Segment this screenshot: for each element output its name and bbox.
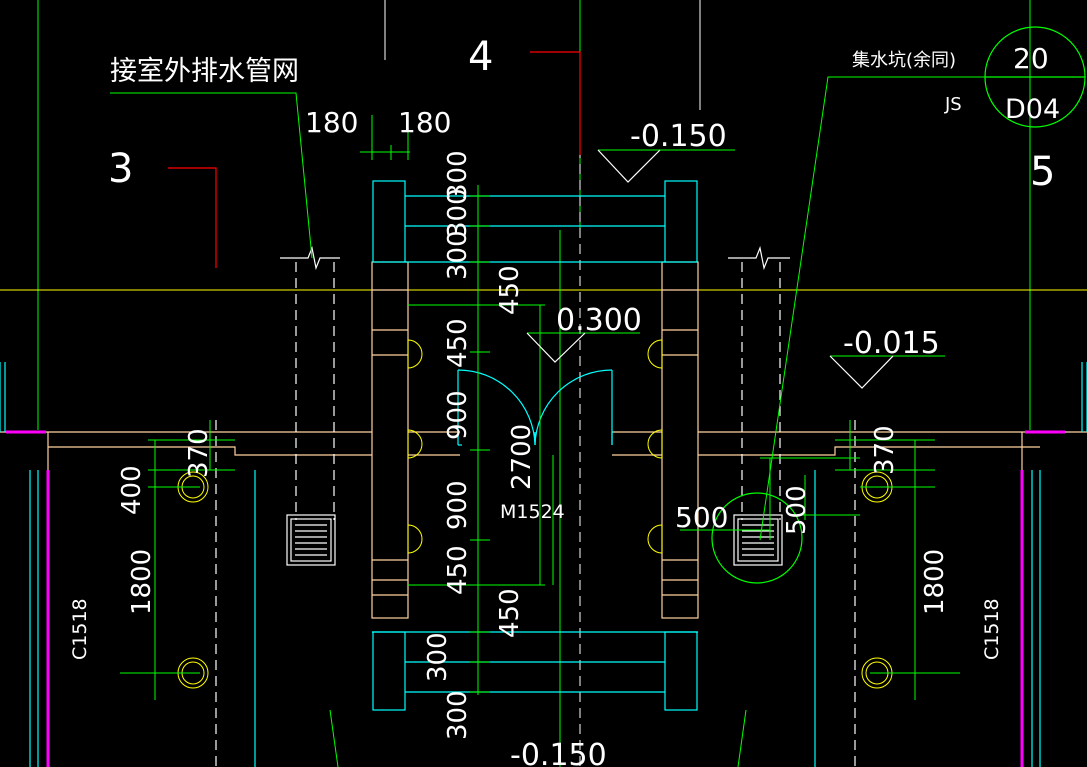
drain-grate-right [733, 514, 783, 566]
cyan-elements [0, 180, 1087, 767]
dim-450-a: 450 [495, 265, 525, 315]
dim-500-right-a: 500 [675, 501, 728, 534]
elevation-right: -0.015 [843, 326, 940, 361]
dim-1800-right: 1800 [920, 549, 950, 615]
red-leaders [168, 51, 581, 268]
sump-circle [711, 492, 803, 584]
drain-grate-left [286, 514, 336, 566]
drain-pipes [215, 262, 856, 767]
dim-300-a: 300 [443, 150, 473, 200]
elevation-center: 0.300 [556, 303, 642, 338]
dim-300-d: 300 [423, 632, 453, 682]
dim-500-right-b: 500 [782, 485, 812, 535]
door-tag: M1524 [500, 501, 565, 523]
dim-400-left: 400 [117, 465, 147, 515]
dim-900-a: 900 [443, 390, 473, 440]
dim-450-c: 450 [443, 545, 473, 595]
elevation-bottom: -0.150 [510, 738, 607, 767]
dim-450-d: 450 [495, 588, 525, 638]
detail-number: 20 [1013, 42, 1049, 75]
drain-pipe-note: 接室外排水管网 [110, 56, 299, 87]
window-tag-right: C1518 [981, 598, 1003, 660]
grid-label-3: 3 [108, 146, 133, 192]
dim-370-left: 370 [184, 428, 214, 478]
elevation-top: -0.150 [630, 119, 727, 154]
dim-370-right: 370 [870, 425, 900, 475]
elevation-markers [526, 149, 894, 389]
sump-note: 集水坑(余同) [852, 50, 956, 71]
detail-sheet: D04 [1005, 94, 1060, 125]
magenta-trims [6, 430, 1065, 767]
dim-900-b: 900 [443, 480, 473, 530]
dim-300-c: 300 [443, 230, 473, 280]
dimension-texts: 180 180 300 300 300 450 450 900 2700 900… [117, 106, 950, 740]
dimension-lines [110, 76, 1000, 767]
dim-300-e: 300 [443, 690, 473, 740]
dim-1800-left: 1800 [127, 549, 157, 615]
dim-300-b: 300 [443, 188, 473, 238]
dim-180-right: 180 [398, 106, 451, 139]
annotation-texts: 接室外排水管网 集水坑(余同) 3 4 5 20 D04 JS M1524 C1… [69, 34, 1060, 660]
pipe-break-symbols [280, 245, 790, 271]
dim-180-left: 180 [305, 106, 358, 139]
dim-450-b: 450 [443, 318, 473, 368]
detail-reference [984, 26, 1086, 128]
window-tag-left: C1518 [69, 598, 91, 660]
elevation-texts: -0.150 0.300 -0.015 -0.150 [510, 119, 940, 767]
dim-2700: 2700 [507, 424, 537, 490]
detail-prefix: JS [944, 94, 962, 115]
grid-label-5: 5 [1030, 149, 1055, 195]
grid-label-4: 4 [468, 34, 493, 80]
